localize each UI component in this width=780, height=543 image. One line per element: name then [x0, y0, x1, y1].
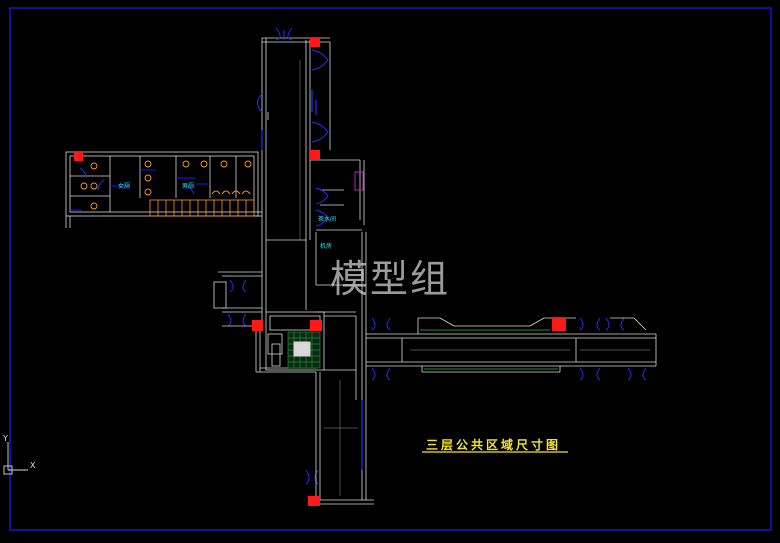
lift-car [293, 341, 311, 357]
ucs-x-label: X [30, 461, 36, 470]
west-stair-room [213, 271, 316, 373]
water-room-accent [354, 171, 364, 191]
room-label-womens-wc: 女厕 [118, 183, 131, 190]
room-label-machine-room: 机房 [320, 243, 333, 250]
watermark: 模型组 [330, 257, 451, 301]
ucs-icon [3, 442, 28, 475]
lower-corridor-dims [324, 380, 358, 496]
east-corridor [366, 317, 657, 373]
column-markers [74, 38, 566, 506]
room-label-water-room: 茶水间 [318, 216, 337, 223]
wc-partitions [70, 169, 208, 211]
column-marker [310, 38, 320, 47]
core-doors [267, 333, 283, 367]
drawing-title: 三层公共区域尺寸图 [426, 438, 562, 452]
upper-corridor [261, 37, 330, 330]
drawing-frame [9, 7, 772, 531]
column-marker [308, 496, 320, 506]
ucs-y-label: Y [3, 434, 8, 443]
column-marker [310, 150, 320, 160]
wc-fixtures [80, 160, 252, 210]
column-marker [252, 320, 263, 331]
upper-corridor-dims [270, 60, 301, 241]
room-label-mens-wc: 男厕 [182, 183, 195, 190]
wc-block [65, 151, 262, 228]
column-marker [310, 320, 322, 331]
lower-corridor [315, 316, 374, 505]
wc-stair-band [149, 199, 255, 217]
column-marker [552, 318, 566, 331]
column-marker [74, 152, 83, 161]
east-corridor-glazing [420, 329, 558, 370]
door-stiles [261, 90, 363, 470]
door-swings [79, 27, 647, 485]
